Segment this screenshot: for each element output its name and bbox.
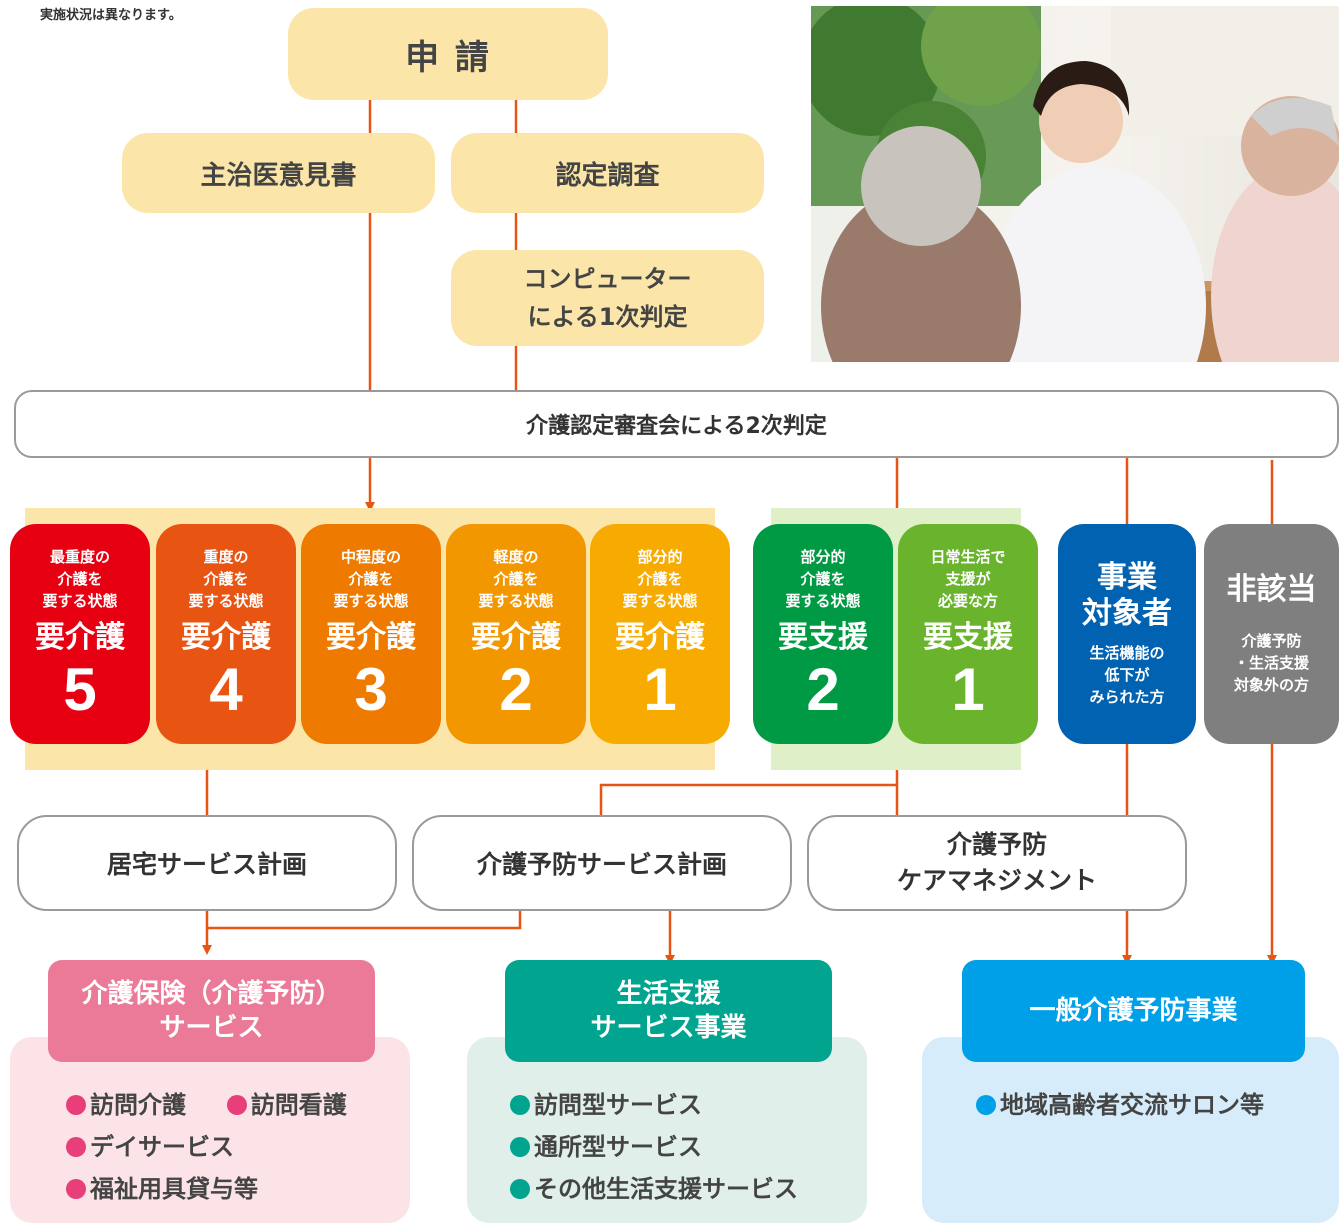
- service-item: 訪問看護: [250, 1091, 347, 1119]
- level-name: 要支援: [778, 620, 868, 655]
- business-target-card: 事業 対象者 生活機能の 低下が みられた方: [1058, 524, 1196, 744]
- general-prevention-panel: [922, 1037, 1339, 1223]
- not-applicable-card: 非該当 介護予防 ・生活支援 対象外の方: [1204, 524, 1339, 744]
- bullet-dot: [66, 1095, 86, 1115]
- business-target-title: 事業 対象者: [1082, 560, 1172, 631]
- consultation-photo: [811, 6, 1339, 362]
- level-description: 軽度の 介護を 要する状態: [478, 548, 554, 610]
- care-management-box: 介護予防 ケアマネジメント: [807, 815, 1187, 911]
- not-applicable-title: 非該当: [1226, 572, 1317, 607]
- level-description: 中程度の 介護を 要する状態: [333, 548, 409, 610]
- level-description: 部分的 介護を 要する状態: [622, 548, 698, 610]
- bullet-dot: [976, 1095, 996, 1115]
- care-insurance-service-header: 介護保険（介護予防） サービス: [48, 960, 375, 1062]
- application-box: 申 請: [288, 8, 608, 100]
- service-item: 福祉用具貸与等: [90, 1175, 258, 1203]
- service-item-row: 通所型サービス: [510, 1126, 860, 1168]
- level-description: 重度の 介護を 要する状態: [188, 548, 264, 610]
- service-item: 訪問型サービス: [534, 1091, 702, 1119]
- not-applicable-desc: 介護予防 ・生活支援 対象外の方: [1233, 632, 1309, 694]
- doctor-opinion-box: 主治医意見書: [122, 133, 435, 213]
- life-support-panel: [467, 1037, 867, 1223]
- bullet-dot: [66, 1137, 86, 1157]
- service-item-row: 福祉用具貸与等: [66, 1168, 406, 1210]
- level-description: 最重度の 介護を 要する状態: [42, 548, 118, 610]
- level-name: 要支援: [923, 620, 1013, 655]
- general-prevention-items: 地域高齢者交流サロン等: [976, 1084, 1326, 1126]
- service-item: デイサービス: [90, 1133, 234, 1161]
- business-target-desc: 生活機能の 低下が みられた方: [1089, 644, 1165, 706]
- level-number: 5: [63, 656, 97, 723]
- life-support-items: 訪問型サービス 通所型サービス その他生活支援サービス: [510, 1084, 860, 1210]
- survey-box: 認定調査: [451, 133, 764, 213]
- service-item-row: 地域高齢者交流サロン等: [976, 1084, 1326, 1126]
- bullet-dot: [510, 1179, 530, 1199]
- bullet-dot: [226, 1095, 247, 1115]
- level-name: 要介護: [615, 620, 705, 655]
- service-item: 地域高齢者交流サロン等: [1000, 1091, 1264, 1119]
- level-name: 要介護: [35, 620, 125, 655]
- service-item: その他生活支援サービス: [534, 1175, 798, 1203]
- general-prevention-header: 一般介護予防事業: [962, 960, 1305, 1062]
- level-name: 要介護: [471, 620, 561, 655]
- level-description: 部分的 介護を 要する状態: [785, 548, 861, 610]
- bullet-dot: [66, 1179, 86, 1199]
- committee-judgment-box: 介護認定審査会による2次判定: [14, 390, 1339, 458]
- level-name: 要介護: [326, 620, 416, 655]
- care-insurance-items: 訪問介護 訪問看護 デイサービス 福祉用具貸与等: [66, 1084, 406, 1210]
- level-number: 3: [354, 656, 388, 723]
- bullet-dot: [510, 1095, 530, 1115]
- service-item-row: デイサービス: [66, 1126, 406, 1168]
- level-number: 1: [951, 656, 985, 723]
- level-number: 1: [643, 656, 677, 723]
- service-item: 通所型サービス: [534, 1133, 702, 1161]
- level-number: 2: [499, 656, 533, 723]
- service-item: 訪問介護: [90, 1091, 186, 1119]
- level-number: 2: [806, 656, 840, 723]
- level-name: 要介護: [181, 620, 271, 655]
- prevention-service-plan-box: 介護予防サービス計画: [412, 815, 792, 911]
- home-service-plan-box: 居宅サービス計画: [17, 815, 397, 911]
- bullet-dot: [510, 1137, 530, 1157]
- service-item-row: その他生活支援サービス: [510, 1168, 860, 1210]
- level-number: 4: [209, 656, 243, 723]
- level-description: 日常生活で 支援が 必要な方: [930, 548, 1006, 610]
- service-item-row: 訪問型サービス: [510, 1084, 860, 1126]
- computer-judgment-box: コンピューター による1次判定: [451, 250, 764, 346]
- life-support-service-header: 生活支援 サービス事業: [505, 960, 832, 1062]
- service-item-row: 訪問介護 訪問看護: [66, 1084, 406, 1126]
- disclaimer-note: 実施状況は異なります。: [40, 8, 182, 23]
